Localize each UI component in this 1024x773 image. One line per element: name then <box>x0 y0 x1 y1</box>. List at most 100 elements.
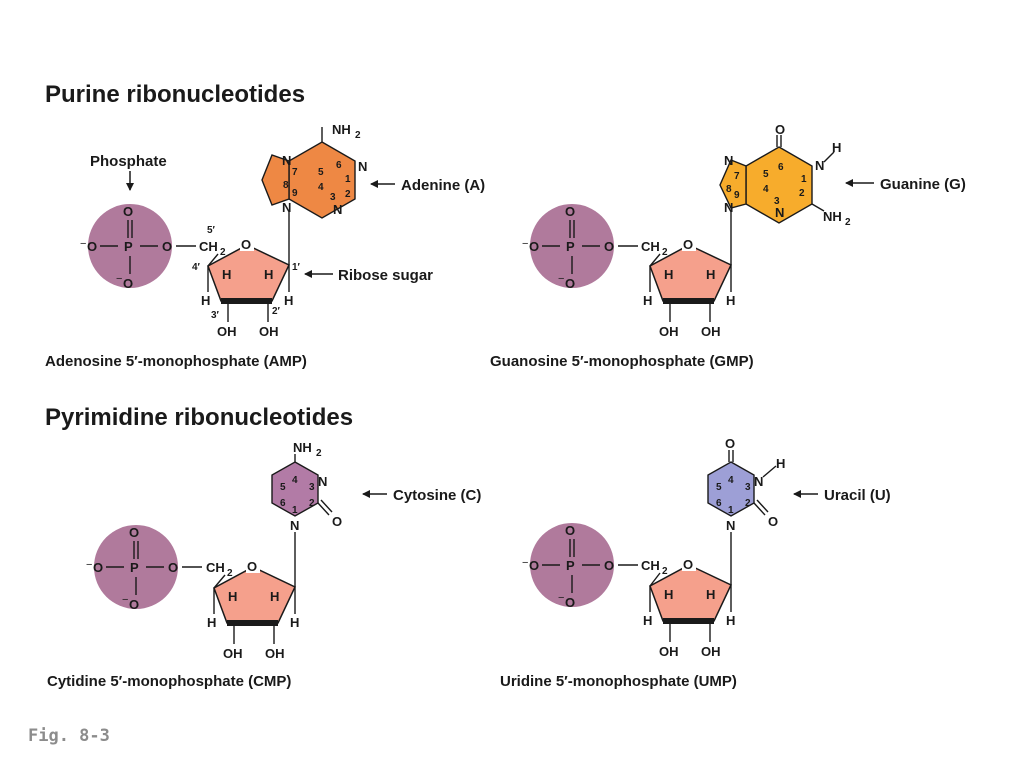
atom-p: P <box>124 239 133 254</box>
minus-charge: − <box>116 273 122 285</box>
cmp-caption: Cytidine 5′-monophosphate (CMP) <box>47 673 291 690</box>
ring-number: 4 <box>292 475 298 486</box>
ring-number: 8 <box>283 180 289 191</box>
atom-n: N <box>282 153 291 168</box>
atom-h: H <box>207 615 216 630</box>
prime-4: 4′ <box>192 262 201 273</box>
minus-charge: − <box>558 592 564 604</box>
ring-number: 1 <box>345 174 351 185</box>
atom-h: H <box>222 267 231 282</box>
atom-h: H <box>643 293 652 308</box>
minus-charge: − <box>122 594 128 606</box>
atom-o: O <box>241 237 251 252</box>
prime-5: 5′ <box>207 225 216 236</box>
ring-number: 6 <box>716 498 722 509</box>
atom-h: H <box>726 293 735 308</box>
ring-number: 2 <box>745 498 751 509</box>
ump-ribose: CH 2 O H H H H OH OH <box>641 557 735 659</box>
ump-phosphate-group: O − O P O − O <box>522 523 638 610</box>
figure-label: Fig. 8-3 <box>28 726 110 746</box>
atom-o: O <box>162 239 172 254</box>
atom-h: H <box>201 293 210 308</box>
subscript: 2 <box>227 568 233 579</box>
ring-number: 9 <box>292 188 298 199</box>
atom-h: H <box>664 587 673 602</box>
subscript: 2 <box>662 566 668 577</box>
atom-o: O <box>123 276 133 291</box>
gmp-guanine: O N H NH 2 N N N 6 1 2 3 4 5 7 8 9 Guani… <box>719 122 966 265</box>
atom-n: N <box>290 518 299 533</box>
atom-o: O <box>332 514 342 529</box>
atom-o: O <box>565 523 575 538</box>
atom-oh: OH <box>659 644 679 659</box>
atom-o: O <box>775 122 785 137</box>
pyrimidine-heading: Pyrimidine ribonucleotides <box>45 404 353 431</box>
atom-ch: CH <box>641 239 660 254</box>
amp-adenine: NH 2 N N N N 6 1 2 3 4 5 7 8 9 Adenine (… <box>261 122 485 265</box>
atom-h: H <box>290 615 299 630</box>
atom-nh: NH <box>823 209 842 224</box>
ump-molecule: O − O P O − O CH 2 O H H H H <box>500 436 891 690</box>
phosphate-circle <box>94 525 178 609</box>
ring-number: 8 <box>726 184 732 195</box>
cytosine-ring <box>271 461 319 517</box>
atom-oh: OH <box>265 646 285 661</box>
atom-nh: NH <box>293 440 312 455</box>
gmp-ribose: CH 2 O H H H H OH OH <box>641 237 735 339</box>
atom-o: O <box>529 558 539 573</box>
atom-o: O <box>123 204 133 219</box>
atom-oh: OH <box>659 324 679 339</box>
atom-h: H <box>776 456 785 471</box>
atom-p: P <box>566 558 575 573</box>
atom-o: O <box>129 597 139 612</box>
atom-o: O <box>93 560 103 575</box>
atom-p: P <box>566 239 575 254</box>
atom-n: N <box>333 202 342 217</box>
ring-number: 1 <box>728 505 734 516</box>
atom-o: O <box>604 558 614 573</box>
ribose-callout: Ribose sugar <box>338 267 433 284</box>
minus-charge: − <box>558 273 564 285</box>
atom-h: H <box>726 613 735 628</box>
atom-o: O <box>168 560 178 575</box>
atom-n: N <box>724 200 733 215</box>
prime-2: 2′ <box>272 306 281 317</box>
atom-oh: OH <box>701 324 721 339</box>
ring-number: 4 <box>763 184 769 195</box>
atom-n: N <box>775 205 784 220</box>
phosphate-circle <box>530 523 614 607</box>
atom-h: H <box>643 613 652 628</box>
ring-number: 2 <box>309 498 315 509</box>
ring-number: 4 <box>318 182 324 193</box>
atom-o: O <box>129 525 139 540</box>
guanine-five-ring <box>719 159 747 209</box>
atom-n: N <box>318 474 327 489</box>
atom-ch: CH <box>206 560 225 575</box>
atom-o: O <box>565 276 575 291</box>
gmp-molecule: O − O P O − O CH 2 O H H H H <box>490 122 966 370</box>
ring-number: 5 <box>280 482 286 493</box>
atom-h: H <box>706 267 715 282</box>
prime-1: 1′ <box>292 262 301 273</box>
atom-h: H <box>832 140 841 155</box>
ring-number: 3 <box>309 482 315 493</box>
atom-n: N <box>815 158 824 173</box>
ring-number: 7 <box>734 171 740 182</box>
atom-o: O <box>565 204 575 219</box>
atom-o: O <box>565 595 575 610</box>
atom-o: O <box>87 239 97 254</box>
atom-nh: NH <box>332 122 351 137</box>
amp-ribose: CH 2 O H H H H OH OH 5′ 4′ 3′ 2′ 1′ Ribo… <box>192 225 433 339</box>
atom-n: N <box>726 518 735 533</box>
cmp-cytosine: NH 2 N N O 4 3 2 1 6 5 Cytosine (C) <box>271 440 481 587</box>
ump-uracil: O N H N O 4 3 2 1 6 5 Uracil (U) <box>707 436 891 585</box>
ring-number: 1 <box>292 505 298 516</box>
ring-number: 5 <box>318 167 324 178</box>
amp-molecule: Phosphate O − O P O − O CH 2 O H H <box>45 122 485 370</box>
atom-p: P <box>130 560 139 575</box>
ring-number: 5 <box>763 169 769 180</box>
ring-number: 7 <box>292 167 298 178</box>
minus-charge: − <box>86 559 92 571</box>
subscript: 2 <box>316 448 322 459</box>
